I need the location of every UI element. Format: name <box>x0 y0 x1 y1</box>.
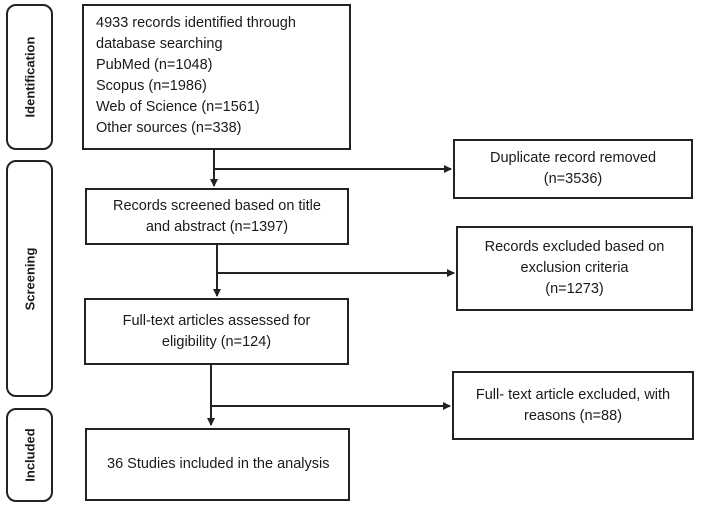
box-records-excluded-criteria: Records excluded based on exclusion crit… <box>456 226 693 311</box>
stage-identification: Identification <box>6 4 53 150</box>
box-studies-included: 36 Studies included in the analysis <box>85 428 350 501</box>
excluded-criteria-line-2: exclusion criteria <box>520 260 629 276</box>
excluded-criteria-line-3: (n=1273) <box>545 281 604 297</box>
stage-included: Included <box>6 408 53 502</box>
duplicates-line-2: (n=3536) <box>543 171 603 187</box>
identified-line-2: database searching <box>96 36 223 52</box>
identified-line-4: Scopus (n=1986) <box>96 78 207 94</box>
box-records-screened: Records screened based on title and abst… <box>85 188 349 245</box>
box-records-identified: 4933 records identified through database… <box>82 4 351 150</box>
identified-line-6: Other sources (n=338) <box>96 120 242 136</box>
identified-line-1: 4933 records identified through <box>96 15 296 31</box>
included-line-1: 36 Studies included in the analysis <box>107 456 330 472</box>
identified-line-3: PubMed (n=1048) <box>96 57 213 73</box>
fulltext-line-2: eligibility (n=124) <box>161 333 272 350</box>
box-fulltext-assessed: Full-text articles assessed for eligibil… <box>84 298 349 365</box>
screened-line-1: Records screened based on title <box>113 197 321 214</box>
fulltext-excluded-line-1: Full- text article excluded, with <box>475 386 671 403</box>
box-duplicates-removed: Duplicate record removed (n=3536) <box>453 139 693 199</box>
excluded-criteria-line-1: Records excluded based on <box>484 239 665 255</box>
fulltext-line-1: Full-text articles assessed for <box>122 312 311 329</box>
fulltext-excluded-line-2: reasons (n=88) <box>524 407 622 424</box>
screened-line-2: and abstract (n=1397) <box>145 218 289 235</box>
stage-screening: Screening <box>6 160 53 397</box>
identified-line-5: Web of Science (n=1561) <box>96 99 260 115</box>
box-fulltext-excluded: Full- text article excluded, with reason… <box>452 371 694 440</box>
duplicates-line-1: Duplicate record removed <box>489 150 657 166</box>
